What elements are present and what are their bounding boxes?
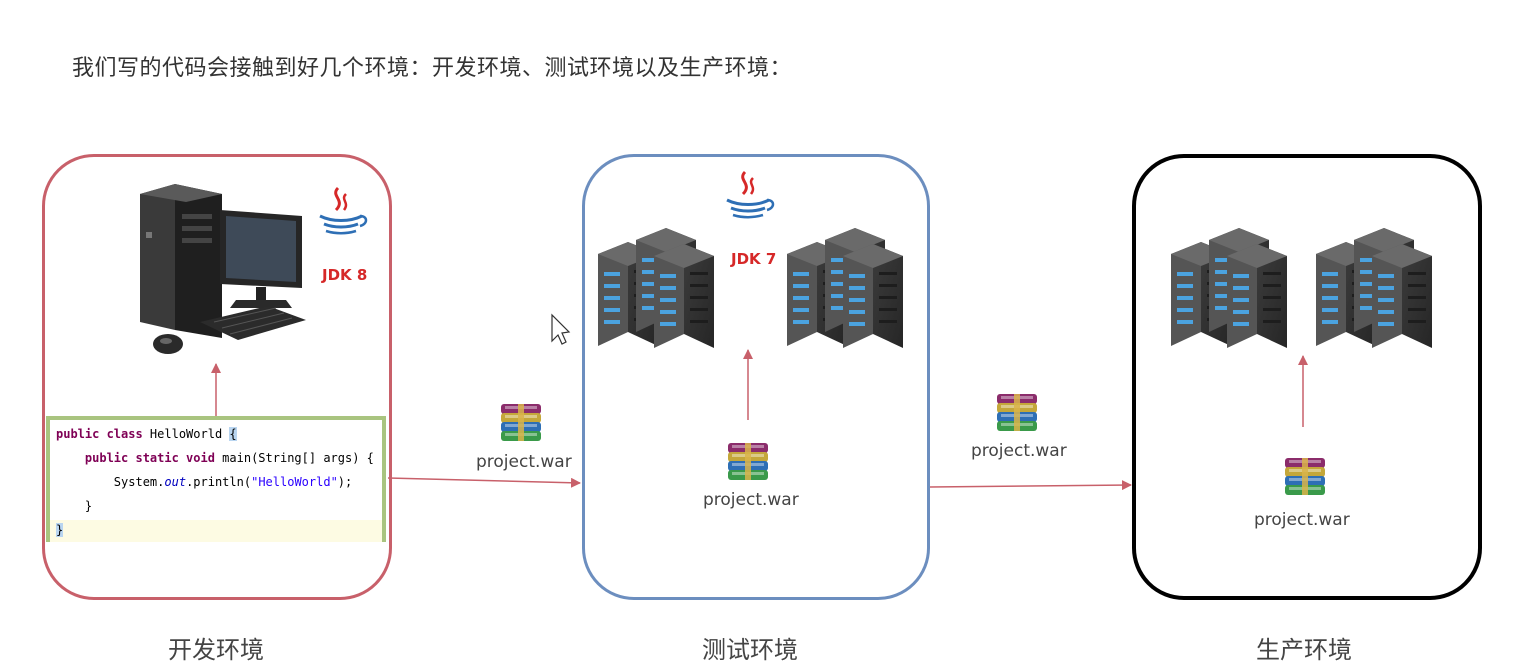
server-rack-icon [787,228,903,348]
war-file-label: project.war [971,441,1067,461]
winrar-archive-icon [501,404,541,441]
code-line-2: public static void main(String[] args) { [84,451,374,465]
winrar-archive-icon [1285,458,1325,495]
prod-environment-box [1132,154,1482,600]
prod-environment-label: 生产环境 [1256,636,1352,664]
code-line-4: } [84,499,93,513]
war-file-label: project.war [1254,510,1350,530]
mouse-cursor-icon [551,313,571,345]
java-logo-icon [318,186,368,235]
code-snippet: public class HelloWorld { public static … [46,416,386,542]
desktop-computer-icon [140,184,306,354]
jdk-7-label: JDK 7 [731,250,777,268]
code-current-line [50,520,382,542]
page-heading: 我们写的代码会接触到好几个环境：开发环境、测试环境以及生产环境： [72,56,793,81]
arrow-dev-to-test [387,477,581,488]
war-file-label: project.war [476,452,572,472]
code-line-5: } [56,523,64,537]
arrow-test-to-prod [929,480,1132,491]
test-environment-label: 测试环境 [702,636,798,664]
jdk-8-label: JDK 8 [322,266,368,284]
server-rack-icon [1316,228,1432,348]
test-environment-box [582,154,930,600]
war-file-label: project.war [703,490,799,510]
dev-environment-box [42,154,392,600]
winrar-archive-icon [728,443,768,480]
java-logo-icon [725,170,775,219]
server-rack-icon [1171,228,1287,348]
winrar-archive-icon [997,394,1037,431]
code-line-3: System.out.println("HelloWorld"); [113,475,353,489]
dev-environment-label: 开发环境 [168,636,264,664]
code-line-1: public class HelloWorld { [56,427,237,441]
server-rack-icon [598,228,714,348]
